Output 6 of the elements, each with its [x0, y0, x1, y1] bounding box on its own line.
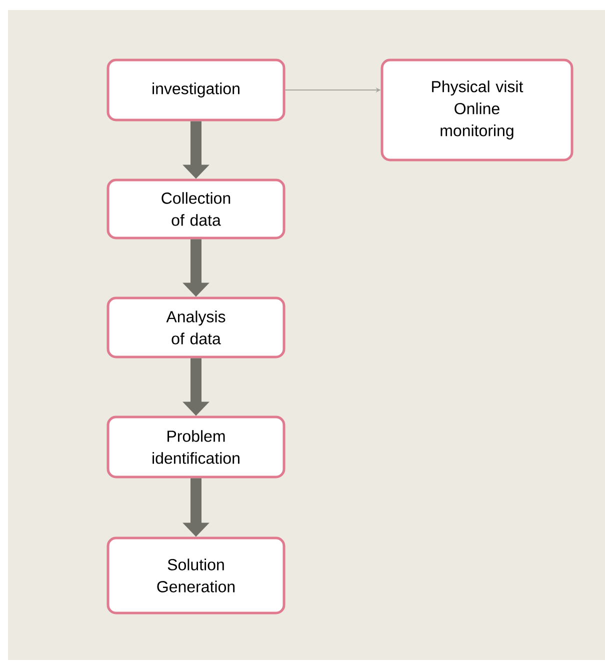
process-box: Problem identification: [106, 416, 286, 478]
process-box: Analysis of data: [106, 296, 286, 358]
process-box: Collection of data: [106, 178, 286, 240]
process-box: investigation: [106, 58, 286, 122]
process-box: Physical visit Online monitoring: [380, 58, 574, 162]
process-box: Solution Generation: [106, 536, 286, 614]
